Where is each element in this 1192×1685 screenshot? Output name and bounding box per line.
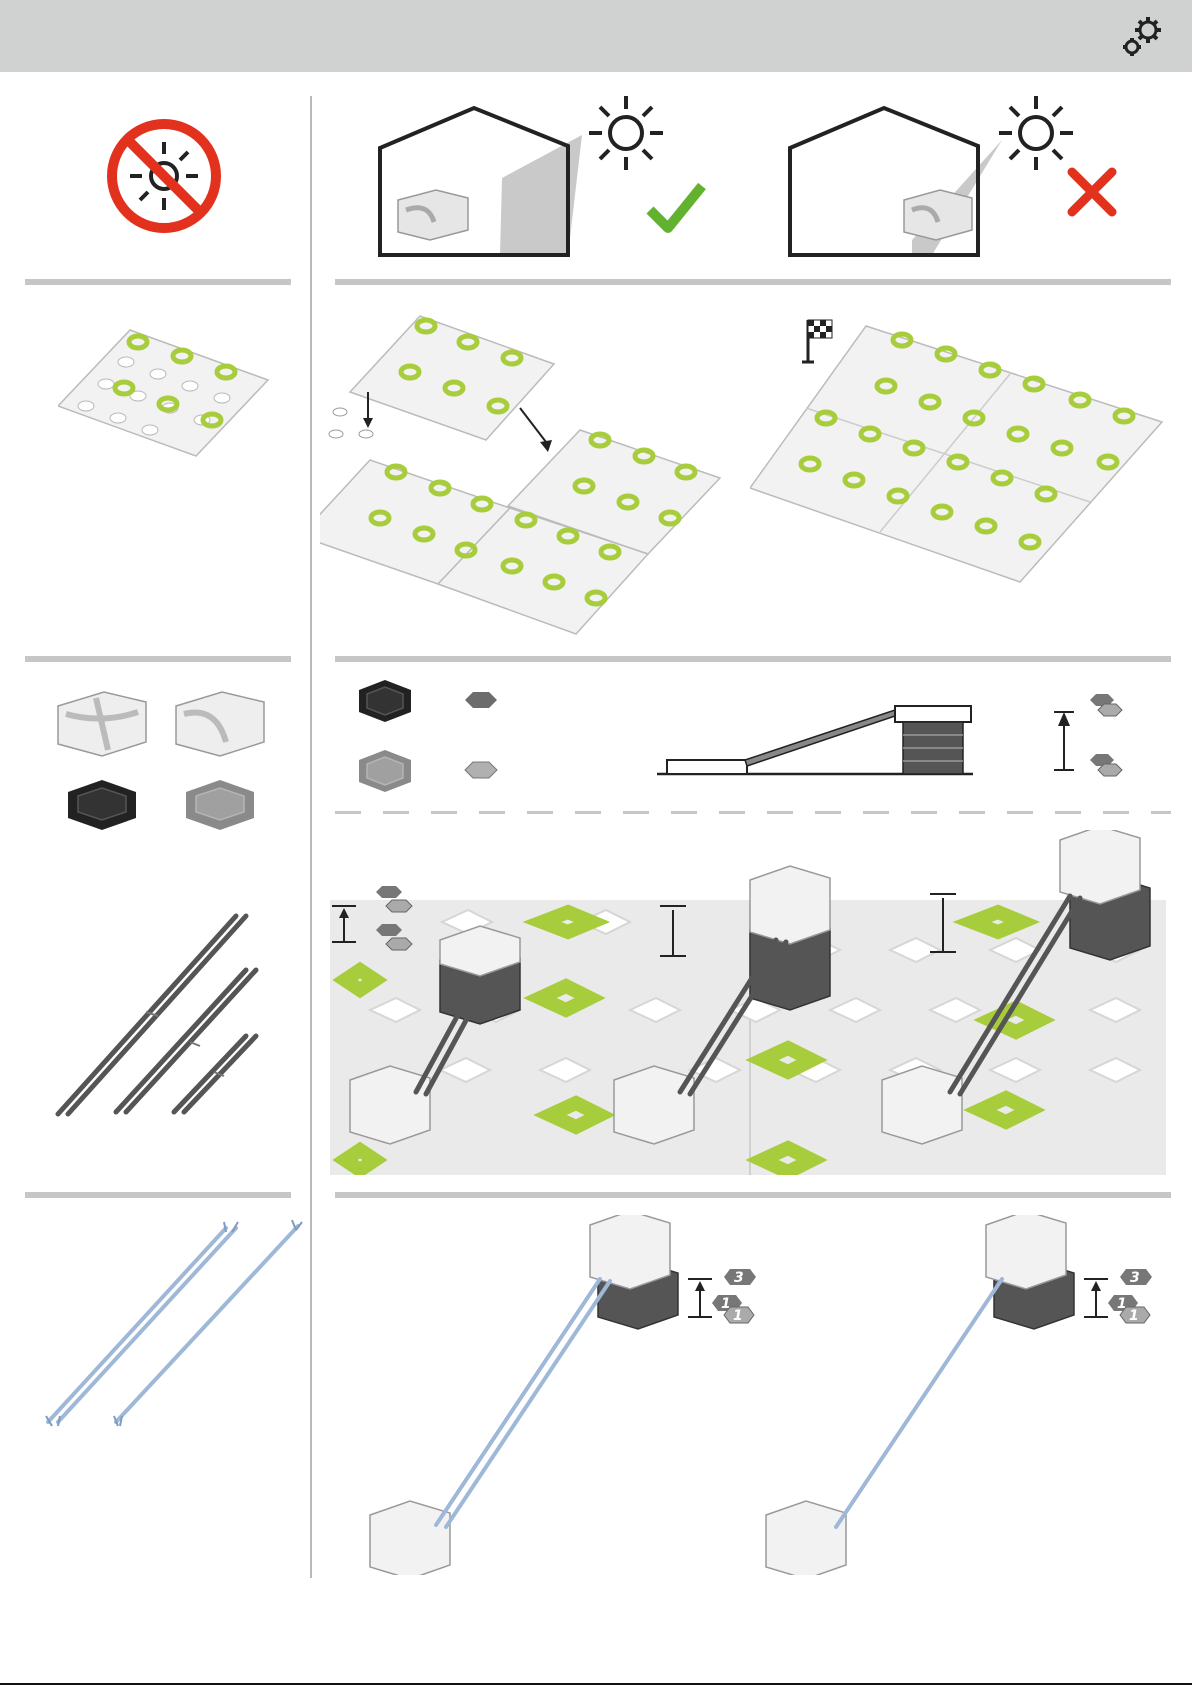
track-piece-icon xyxy=(398,190,468,240)
badge-stack: 3 1 1 xyxy=(712,1269,756,1324)
badge-3: 3 xyxy=(734,1270,744,1286)
badge-1: 1 xyxy=(1129,1308,1139,1324)
dark-base-tile xyxy=(68,780,136,830)
track-piece-curve xyxy=(176,692,264,756)
section-divider xyxy=(25,1192,291,1198)
rail-board-scene xyxy=(330,830,1172,1175)
parts-overview xyxy=(56,684,270,854)
baseplate-connect-step xyxy=(320,312,740,642)
height-tiles xyxy=(355,678,535,798)
gears-icon xyxy=(1118,14,1166,60)
rails-three-lengths xyxy=(50,902,270,1122)
section-divider xyxy=(335,279,1171,285)
section-divider xyxy=(335,656,1171,662)
transparent-rails xyxy=(40,1220,310,1430)
grey-base-tile xyxy=(186,780,254,830)
no-sunlight-icon xyxy=(104,116,224,236)
height-indicator xyxy=(1044,690,1134,782)
track-piece-cross xyxy=(58,692,146,756)
badge-1: 1 xyxy=(733,1308,743,1324)
section-divider xyxy=(25,656,291,662)
baseplate-single xyxy=(58,322,270,462)
section-divider xyxy=(335,1192,1171,1198)
section-divider xyxy=(25,279,291,285)
transparent-rail-setup-1: 3 1 1 xyxy=(360,1215,780,1575)
column-divider xyxy=(310,96,312,1578)
transparent-rail-setup-2: 3 1 1 xyxy=(756,1215,1171,1575)
height-marker xyxy=(688,1279,712,1317)
badge-3: 3 xyxy=(1130,1270,1140,1286)
baseplate-finished-flag xyxy=(750,312,1170,592)
header-bar xyxy=(0,0,1192,72)
house-indirect-light-ok xyxy=(372,90,712,260)
dashed-divider xyxy=(335,811,1171,814)
house-direct-sunlight-not-ok xyxy=(782,90,1122,260)
badge-stack: 3 1 1 xyxy=(1108,1269,1152,1324)
ramp-profile xyxy=(655,700,975,780)
